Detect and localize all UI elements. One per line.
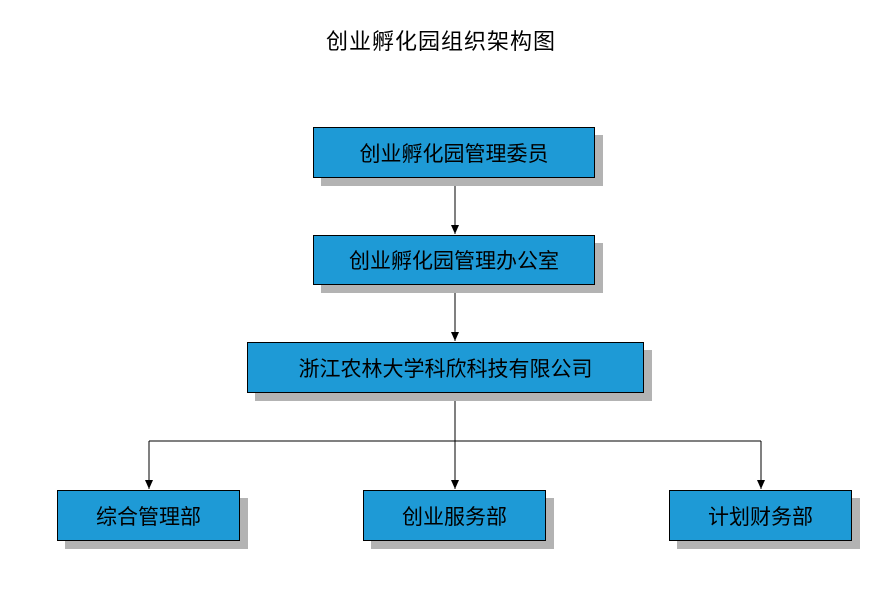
node-office: 创业孵化园管理办公室 bbox=[313, 235, 595, 285]
node-general-dept: 综合管理部 bbox=[57, 490, 240, 541]
node-finance-dept: 计划财务部 bbox=[669, 490, 852, 541]
node-service-dept: 创业服务部 bbox=[363, 490, 546, 541]
node-company: 浙江农林大学科欣科技有限公司 bbox=[247, 342, 644, 393]
node-committee: 创业孵化园管理委员 bbox=[313, 127, 595, 178]
diagram-title: 创业孵化园组织架构图 bbox=[325, 30, 556, 55]
